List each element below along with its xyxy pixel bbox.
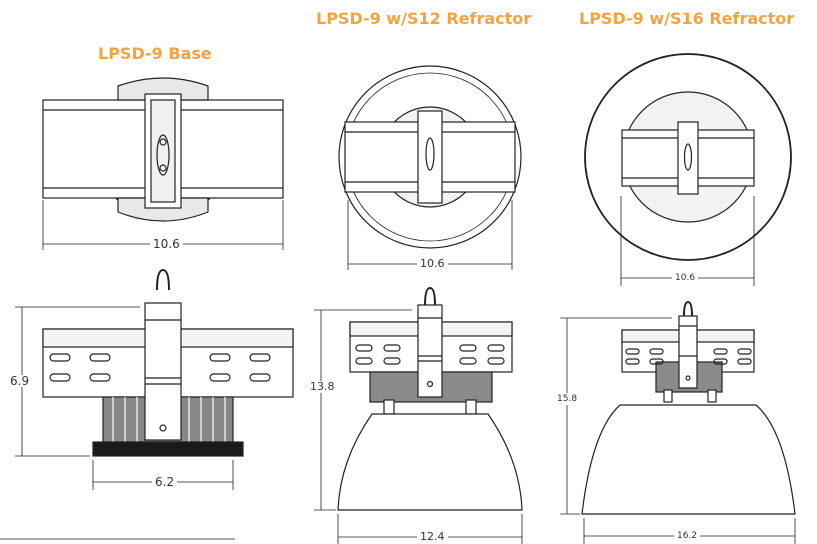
dim-base-side-width: 6.2 xyxy=(152,476,178,488)
s16-top-view xyxy=(584,53,792,261)
title-base: LPSD-9 Base xyxy=(98,44,212,63)
dim-s12-side-height: 13.8 xyxy=(307,381,338,393)
dim-s16-top-width: 10.6 xyxy=(672,272,699,284)
dim-s16-side-width: 16.2 xyxy=(674,530,701,542)
dim-s16-side-height: 15.8 xyxy=(554,393,581,405)
dim-s12-top-width: 10.6 xyxy=(417,258,448,270)
base-side-view xyxy=(42,268,294,457)
s16-side-view xyxy=(581,300,796,515)
dim-base-side-height: 6.9 xyxy=(7,375,33,387)
title-s16: LPSD-9 w/S16 Refractor xyxy=(579,9,795,28)
s12-top-view xyxy=(338,65,522,249)
s12-side-view xyxy=(337,286,523,511)
dim-s12-side-width: 12.4 xyxy=(417,531,448,543)
dim-base-top-width: 10.6 xyxy=(150,238,183,250)
base-top-view xyxy=(42,77,284,222)
title-s12: LPSD-9 w/S12 Refractor xyxy=(316,9,532,28)
